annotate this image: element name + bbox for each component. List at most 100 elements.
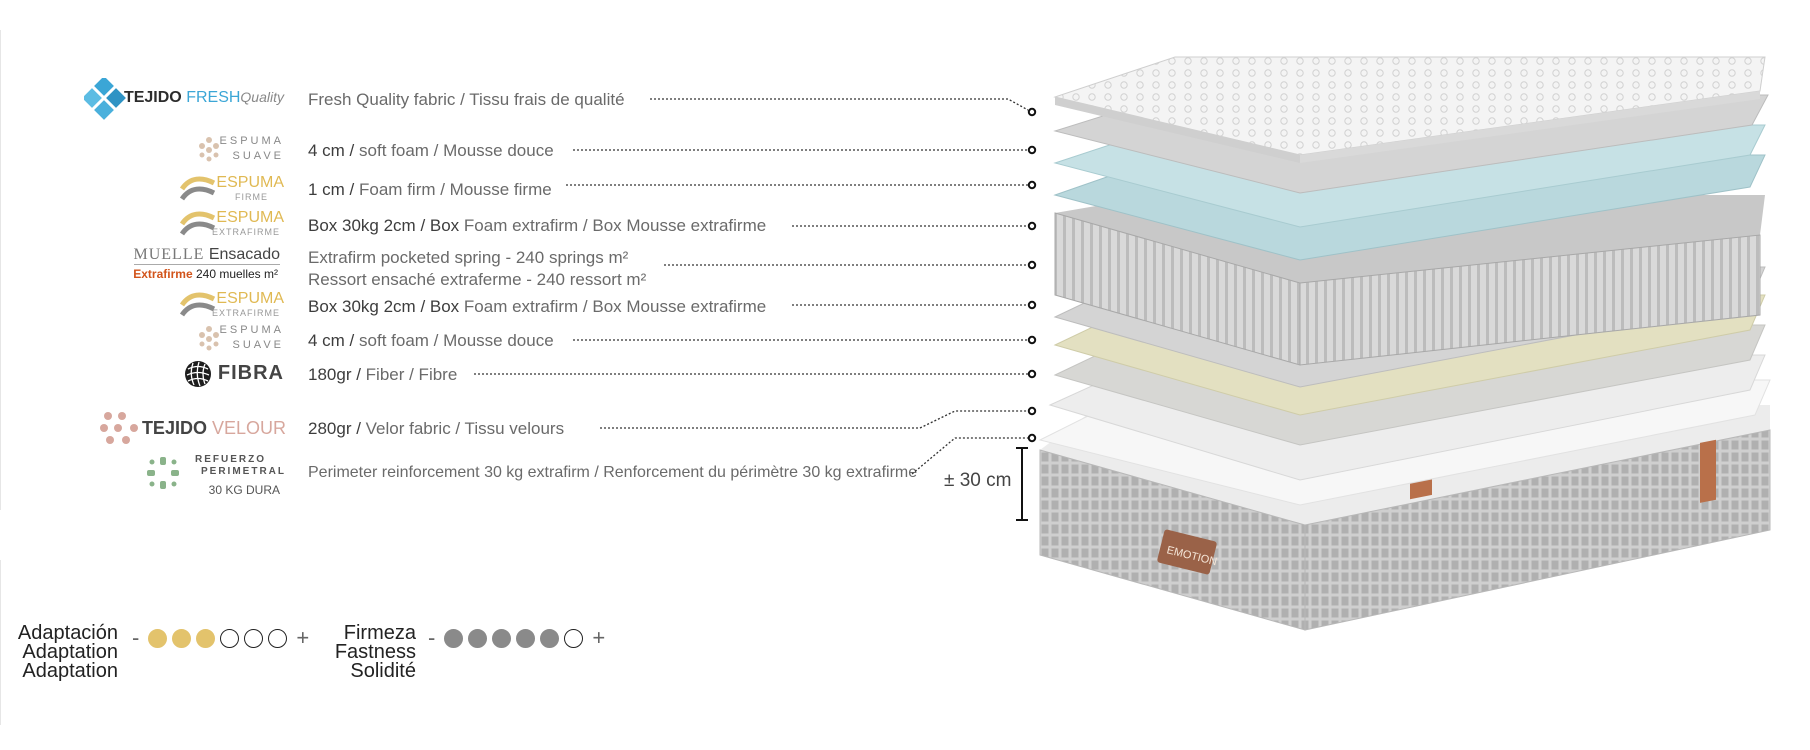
logo-top: ESPUMA xyxy=(216,209,284,226)
scale-dot-filled xyxy=(516,628,536,648)
top-quilted-fabric xyxy=(1053,56,1766,163)
layer-description-row: 180gr / Fiber / Fibre xyxy=(308,365,457,385)
adaptation-label-fr: Adaptation xyxy=(22,660,118,682)
velour-dots-icon xyxy=(100,412,138,444)
leader-line xyxy=(600,410,1028,429)
logo-tejido-velour: TEJIDO VELOUR xyxy=(100,410,286,446)
adaptation-scale: - + xyxy=(128,625,313,651)
layer-description-row: 1 cm / Foam firm / Mousse firme xyxy=(308,180,552,200)
logo-espuma-extrafirme: ESPUMA EXTRAFIRME xyxy=(180,289,284,321)
layer-description-row: Extrafirm pocketed spring - 240 springs … xyxy=(308,248,646,290)
logo-bottom: EXTRAFIRME xyxy=(211,308,280,318)
logo-espuma-suave: ESPUMA SUAVE xyxy=(194,323,284,353)
layer-text: Fresh Quality fabric / Tissu frais de qu… xyxy=(308,90,625,109)
logo-espuma-suave: ESPUMA SUAVE xyxy=(194,134,284,164)
logo-line2: PERIMETRAL xyxy=(201,466,286,477)
layer-text: Foam extrafirm / Box Mousse extrafirme xyxy=(463,297,767,316)
logo-line3: 30 KG DURA xyxy=(208,483,280,497)
page-edge-line xyxy=(0,560,1,725)
leader-end-dot xyxy=(1027,335,1037,345)
scale-plus: + xyxy=(592,625,606,650)
logo-top: Ensacado xyxy=(208,246,280,263)
logo-bottom: SUAVE xyxy=(232,150,284,162)
scale-dot-empty xyxy=(220,628,240,648)
firmness-label-en: Fastness xyxy=(334,641,416,663)
layer-text: soft foam / Mousse douce xyxy=(359,331,554,350)
layer-lead: Box 30kg 2cm / Box xyxy=(308,216,464,235)
scale-dot-empty xyxy=(564,628,584,648)
scale-dot-empty xyxy=(268,628,288,648)
scale-dot-empty xyxy=(244,628,264,648)
leader-end-dot xyxy=(1027,180,1037,190)
layer-description-row: Box 30kg 2cm / Box Foam extrafirm / Box … xyxy=(308,216,766,236)
layer-lead: 280gr / xyxy=(308,419,366,438)
layer-text: Velor fabric / Tissu velours xyxy=(365,419,565,438)
scale-minus: - xyxy=(428,625,436,650)
leader-end-dot xyxy=(1027,221,1037,231)
logo-line1: REFUERZO xyxy=(195,454,266,465)
fiber-ball-icon xyxy=(185,361,211,387)
leader-end-dot xyxy=(1027,406,1037,416)
leader-end-dot xyxy=(1027,300,1037,310)
foam-soft-icon xyxy=(199,137,219,162)
page-edge-line xyxy=(0,30,1,510)
leader-end-dot xyxy=(1027,107,1037,117)
leader-line xyxy=(650,98,1029,111)
scale-dot-filled xyxy=(444,628,464,648)
layer-description-row: 280gr / Velor fabric / Tissu velours xyxy=(308,419,564,439)
scale-dot-filled xyxy=(172,628,192,648)
layer-text: Foam extrafirm / Box Mousse extrafirme xyxy=(463,216,767,235)
scale-dot-filled xyxy=(468,628,488,648)
diamond-icon xyxy=(84,78,126,120)
layer-description-row: 4 cm / soft foam / Mousse douce xyxy=(308,141,554,161)
layer-lead: 4 cm / xyxy=(308,141,360,160)
layer-description-row: 4 cm / soft foam / Mousse douce xyxy=(308,331,554,351)
foam-extrafirm-icon xyxy=(180,211,216,236)
logo-brand: TEJIDO xyxy=(123,89,182,106)
firmness-scale: - + xyxy=(424,625,609,651)
layer-text: Fiber / Fibre xyxy=(365,365,458,384)
layer-lead: 180gr / xyxy=(308,365,366,384)
layer-description-row: Fresh Quality fabric / Tissu frais de qu… xyxy=(308,90,625,110)
foam-firm-icon xyxy=(180,176,216,201)
layer-text-second-line: Ressort ensaché extraferme - 240 ressort… xyxy=(308,270,647,289)
layer-text: Extrafirm pocketed spring - 240 springs … xyxy=(308,248,629,267)
leader-end-dot xyxy=(1027,260,1037,270)
logo-brand: TEJIDO xyxy=(141,418,207,438)
logo-bottom: EXTRAFIRME xyxy=(211,227,280,237)
layer-lead: 4 cm / xyxy=(308,331,360,350)
firmness-label-fr: Solidité xyxy=(350,660,416,682)
layer-description-row: Perimeter reinforcement 30 kg extrafirm … xyxy=(308,464,917,482)
reinforcement-icon xyxy=(147,457,179,489)
logo-muelle-ensacado: MUELLE Ensacado Extrafirme 240 muelles m… xyxy=(110,247,284,283)
layer-lead: 1 cm / xyxy=(308,180,360,199)
logo-tejido-fresh: TEJIDO FRESHQuality xyxy=(82,76,284,120)
scale-dot-filled xyxy=(148,628,168,648)
layer-lead: Box 30kg 2cm / Box xyxy=(308,297,464,316)
logo-bottom: 240 muelles m² xyxy=(195,267,278,281)
layer-text: Foam firm / Mousse firme xyxy=(359,180,552,199)
scale-dot-filled xyxy=(196,628,216,648)
layer-text: Perimeter reinforcement 30 kg extrafirm … xyxy=(308,464,918,481)
logo-bottom: Extrafirme xyxy=(133,267,193,281)
logo-top: ESPUMA xyxy=(216,290,284,307)
logo-label: FIBRA xyxy=(217,362,284,384)
foam-soft-icon xyxy=(199,326,219,351)
adaptation-label: Adaptación Adaptation Adaptation xyxy=(0,622,118,682)
logo-refuerzo-perimetral: REFUERZO PERIMETRAL 30 KG DURA xyxy=(146,454,286,500)
firmness-label-es: Firmeza xyxy=(343,622,416,644)
logo-top: ESPUMA xyxy=(216,174,284,191)
logo-accent: VELOUR xyxy=(211,418,286,438)
leader-end-dot xyxy=(1027,433,1037,443)
layer-description-row: Box 30kg 2cm / Box Foam extrafirm / Box … xyxy=(308,297,766,317)
logo-bottom: FIRME xyxy=(235,192,268,202)
scale-dot-filled xyxy=(492,628,512,648)
logo-top: MUELLE xyxy=(133,246,205,263)
logo-top: ESPUMA xyxy=(219,135,284,147)
logo-fibra: FIBRA xyxy=(184,359,284,389)
leader-end-dot xyxy=(1027,145,1037,155)
adaptation-label-es: Adaptación xyxy=(17,622,118,644)
logo-espuma-firme: ESPUMA FIRME xyxy=(180,173,284,205)
layer-text: soft foam / Mousse douce xyxy=(359,141,554,160)
